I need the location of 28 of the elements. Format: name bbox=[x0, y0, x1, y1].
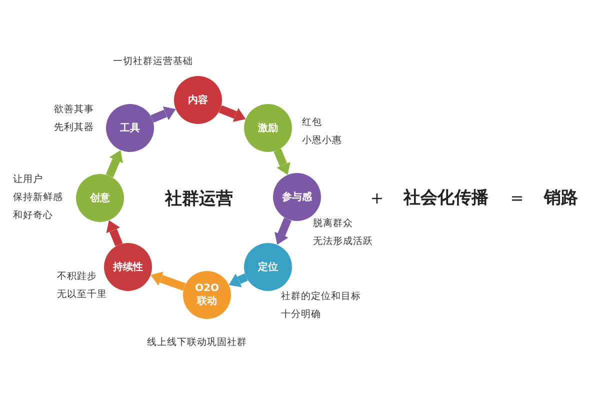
circle-label: 工具 bbox=[120, 122, 140, 134]
center-label: 社群运营 bbox=[165, 188, 233, 210]
arrow bbox=[105, 218, 123, 246]
circle-label: 创意 bbox=[90, 192, 110, 204]
side-note: 一切社群运营基础 bbox=[113, 55, 193, 69]
term-label: 社会化传播 bbox=[404, 188, 488, 208]
arrow bbox=[149, 271, 186, 291]
side-note: 脱离群众无法形成活跃 bbox=[313, 217, 373, 249]
equals-sign: = bbox=[510, 188, 524, 208]
term-label: 销路 bbox=[544, 188, 578, 208]
plus-sign: + bbox=[370, 188, 384, 208]
circle-label: 内容 bbox=[188, 94, 208, 106]
circle-label: 参与感 bbox=[282, 190, 312, 204]
side-note: 让用户保持新鲜感和好奇心 bbox=[13, 173, 63, 223]
arrow bbox=[274, 218, 292, 246]
side-note: 社群的定位和目标十分明确 bbox=[281, 290, 361, 322]
side-note: 红包小恩小惠 bbox=[302, 116, 342, 148]
circle-label: 定位 bbox=[258, 260, 278, 274]
circle-label: O2O联动 bbox=[195, 282, 219, 308]
side-note: 欲善其事先利其器 bbox=[54, 103, 94, 135]
arrow bbox=[274, 148, 292, 176]
side-note: 不积跬步无以至千里 bbox=[57, 270, 107, 302]
arrow bbox=[150, 105, 178, 123]
circle-label: 持续性 bbox=[113, 260, 143, 274]
circle-label: 激励 bbox=[258, 122, 278, 134]
arrow bbox=[218, 105, 248, 123]
arrow bbox=[227, 273, 248, 289]
side-note: 线上线下联动巩固社群 bbox=[147, 336, 247, 350]
